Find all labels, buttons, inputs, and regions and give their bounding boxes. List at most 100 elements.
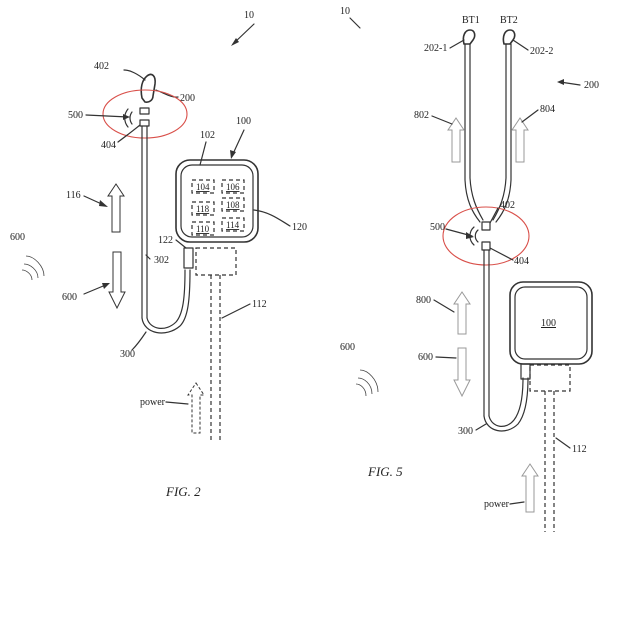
fig5-label-402: 402 [500,200,515,211]
fig5-cable-left-outer [464,43,481,223]
fig2-connector-top [139,107,150,115]
fig2-module-110-label: 110 [196,224,210,234]
fig2-leader-300 [131,331,147,351]
fig2-label-100: 100 [236,116,251,127]
fig5-signal-arc-3 [355,383,367,397]
fig2-module-118-label: 118 [196,204,210,214]
fig2-module-114-label: 114 [226,220,240,230]
fig5-leader-404 [489,247,514,261]
fig5-signal-arc-1 [359,369,379,393]
fig2-highlight-ring [102,89,188,139]
fig5-label-300: 300 [458,426,473,437]
fig5-leader-800 [433,299,455,313]
fig2-label-402: 402 [94,61,109,72]
fig5-label-202-1: 202-1 [424,43,447,54]
fig2-ref-10: 10 [244,10,254,21]
fig2-label-116: 116 [66,190,81,201]
fig2-module-108 [221,197,245,212]
fig2-leader-600b-arrowhead [102,283,110,289]
fig2-label-112: 112 [252,299,267,310]
fig2-module-114 [221,217,245,232]
fig5-cable-left-inner [469,43,484,221]
fig5-label-bt2: BT2 [500,15,518,26]
fig5-device-inner [514,286,588,360]
fig5-wave-1 [474,229,479,243]
fig2-adapter [195,247,237,276]
fig5-connector-404 [481,241,491,251]
fig2-signal-arc-1 [25,255,45,277]
fig5-leader-300 [475,423,487,431]
fig5-earbud-bt2 [502,29,516,45]
fig5-arrow-800 [453,291,471,335]
fig5-label-804: 804 [540,104,555,115]
fig2-leader-100-arrowhead [230,150,236,159]
fig2-module-104-label: 104 [196,182,210,192]
fig5-arrow-600 [453,347,471,398]
fig2-leader-500 [85,114,129,118]
fig5-ref-10-leader [349,17,361,29]
fig2-label-300: 300 [120,349,135,360]
fig2-label-500: 500 [68,110,83,121]
fig2-leader-302 [145,254,151,260]
fig2-label-102: 102 [200,130,215,141]
fig2-module-108-label: 108 [226,200,240,210]
fig2-module-110 [191,221,215,236]
fig2-module-118 [191,201,215,216]
fig2-signal-arc-2 [23,263,39,279]
fig5-label-404: 404 [514,256,529,267]
fig5-leader-500-arrowhead [466,232,474,239]
fig2-label-120: 120 [292,222,307,233]
fig5-label-100: 100 [541,318,556,329]
fig5-label-112: 112 [572,444,587,455]
fig2-leader-116-arrowhead [99,200,108,207]
fig5-leader-power [509,501,525,505]
fig5-label-200: 200 [584,80,599,91]
fig2-label-302: 302 [154,255,169,266]
fig5-leader-202-1 [449,39,465,49]
fig2-cable-loop-outer [141,269,191,334]
fig5-plug [520,363,531,380]
fig2-label-122: 122 [158,235,173,246]
fig5-label-600: 600 [340,342,355,353]
fig5-arrow-802 [447,117,465,163]
fig5-highlight-ring [442,206,530,266]
fig5-power-arrow [521,463,539,513]
fig2-caption: FIG. 2 [165,484,201,499]
fig2-label-600b: 600 [62,292,77,303]
fig5-adapter [529,364,571,392]
fig5-leader-202-2 [512,39,529,51]
fig2-leader-500-arrowhead [123,114,130,120]
fig2-label-200: 200 [180,93,195,104]
fig2-wave-1 [129,111,133,125]
fig2-earbud [140,73,156,103]
fig2-arrow-116-up [107,183,125,233]
fig2-connector-404 [139,119,150,127]
fig2-module-106-label: 106 [226,182,240,192]
fig5-leader-112 [555,437,571,449]
fig2-label-power: power [140,397,166,408]
fig5-arrow-804 [511,117,529,163]
fig2-leader-102 [199,141,207,166]
fig2-power-arrow [187,382,205,434]
fig2-label-404: 404 [101,140,116,151]
fig5-ref-10: 10 [340,6,350,17]
fig5-connector-402 [481,221,491,231]
fig5-label-202-2: 202-2 [530,46,553,57]
fig2-leader-112 [221,303,251,319]
fig5-label-bt1: BT1 [462,15,480,26]
fig5-signal-arc-2 [357,377,373,395]
fig5: 10 BT1 BT2 202-1 202-2 200 802 804 402 [340,6,599,532]
fig5-leader-200-arrowhead [557,79,564,85]
fig5-cable-right-outer [495,43,512,223]
fig5-label-802: 802 [414,110,429,121]
fig2-leader-120 [253,209,291,227]
fig5-leader-804 [521,109,539,123]
fig2-label-600: 600 [10,232,25,243]
fig2-signal-arc-3 [21,269,33,281]
fig5-label-600b: 600 [418,352,433,363]
fig2-cable-loop-inner [146,269,186,329]
fig2-device-100 [175,159,259,243]
fig5-caption: FIG. 5 [367,464,403,479]
fig2-module-104 [191,179,215,194]
fig2-ref-10-arrowhead [231,38,239,46]
